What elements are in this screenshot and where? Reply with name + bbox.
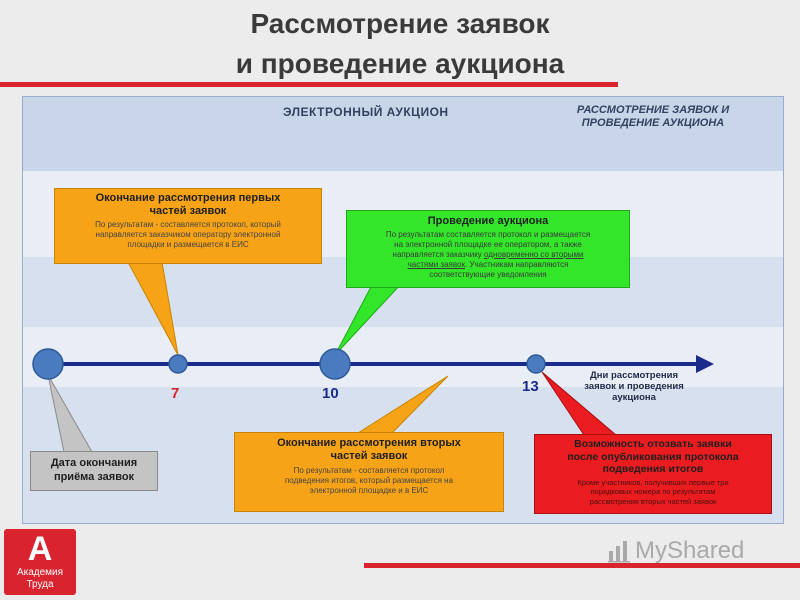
panel-header-right-line1: РАССМОТРЕНИЕ ЗАЯВОК И <box>576 104 730 116</box>
callout-auction-title: Проведение аукциона <box>427 215 549 227</box>
pointer-deadline <box>47 374 93 453</box>
title-underline <box>0 82 618 87</box>
panel-header-right-line2: ПРОВЕДЕНИЕ АУКЦИОНА <box>581 117 725 129</box>
pointer-first-parts <box>127 261 179 356</box>
callout-first-parts-title-line2: частей заявок <box>149 205 227 217</box>
timeline-label-10: 10 <box>322 385 339 402</box>
timeline-node-7 <box>168 354 188 374</box>
callout-withdraw-title-line1: Возможность отозвать заявки <box>574 438 732 450</box>
timeline-node-13 <box>526 354 546 374</box>
chart-icon <box>608 541 630 563</box>
callout-second-parts-body-line3: электронной площадке и в ЕИС <box>309 486 429 495</box>
logo-text-line1: Академия <box>16 567 64 578</box>
watermark: MyShared <box>607 537 744 571</box>
slide-title-line2: и проведение аукциона <box>235 48 565 79</box>
callout-auction-body-line4: частями заявок. Участникам направляются <box>347 260 629 270</box>
axis-label-line2: заявок и проведения <box>584 381 684 392</box>
callout-withdraw-title-line2: после опубликования протокола <box>567 450 739 463</box>
callout-auction-body-line2: на электронной площадке ее оператором, а… <box>394 240 582 249</box>
callout-deadline-line2: приёма заявок <box>53 471 135 483</box>
timeline-node-10 <box>319 348 351 380</box>
callout-first-parts-body-line2: направляется заказчиком оператору электр… <box>95 230 281 239</box>
logo: А Академия Труда <box>4 529 76 595</box>
callout-deadline: Дата окончания приёма заявок <box>30 451 158 491</box>
callout-second-parts-title-line2: частей заявок <box>330 450 408 462</box>
callout-auction-body-line3: направляется заказчику одновременно со в… <box>347 250 629 260</box>
axis-label-line3: аукциона <box>612 392 656 403</box>
timeline-arrowhead <box>696 355 714 373</box>
logo-text: Академия Труда <box>4 567 76 591</box>
panel-header-left: ЭЛЕКТРОННЫЙ АУКЦИОН <box>283 105 449 119</box>
panel-header-right: РАССМОТРЕНИЕ ЗАЯВОК И ПРОВЕДЕНИЕ АУКЦИОН… <box>543 104 763 130</box>
callout-withdraw-body-line2: порядковых номера по результатам <box>590 487 716 496</box>
timeline-node-start <box>32 348 64 380</box>
slide-title: Рассмотрение заявок и проведение аукцион… <box>0 4 800 84</box>
timeline-label-13: 13 <box>522 378 539 395</box>
logo-letter: А <box>27 530 53 568</box>
logo-text-line2: Труда <box>26 579 54 590</box>
axis-label: Дни рассмотрения заявок и проведения аук… <box>574 370 694 403</box>
callout-second-parts: Окончание рассмотрения вторых частей зая… <box>234 432 504 512</box>
callout-auction-body-line4-underlined: частями заявок <box>407 260 465 269</box>
callout-auction-body-line1: По результатам составляется протокол и р… <box>385 230 591 239</box>
timeline-label-7: 7 <box>171 385 180 402</box>
pointer-second-parts <box>356 375 449 434</box>
callout-auction: Проведение аукциона По результатам соста… <box>346 210 630 288</box>
callout-withdraw: Возможность отозвать заявки после опубли… <box>534 434 772 514</box>
callout-withdraw-title-line3: подведения итогов <box>602 463 704 475</box>
callout-first-parts-title-line1: Окончание рассмотрения первых <box>95 192 281 204</box>
callout-auction-body-line5: соответствующие уведомления <box>429 270 547 279</box>
callout-second-parts-body-line1: По результатам - составляется протокол <box>293 466 445 475</box>
callout-first-parts-body-line3: площадки и размещается в ЕИС <box>127 240 249 249</box>
callout-first-parts-body-line1: По результатам - составляется протокол, … <box>95 220 281 229</box>
callout-withdraw-body-line3: рассмотрения вторых частей заявок <box>589 496 717 506</box>
callout-second-parts-title-line1: Окончание рассмотрения вторых <box>277 437 461 449</box>
callout-second-parts-body-line2: подведения итогов, который размещается н… <box>284 476 454 485</box>
watermark-text: MyShared <box>635 537 745 564</box>
callout-deadline-line1: Дата окончания <box>50 457 138 469</box>
footer-red-line <box>364 563 800 568</box>
axis-label-line1: Дни рассмотрения <box>590 370 678 381</box>
callout-auction-body-line3-underlined: одновременно со вторыми <box>484 250 584 259</box>
callout-auction-body-line3-prefix: направляется заказчику <box>392 250 485 259</box>
callout-auction-body-line4-suffix: . Участникам направляются <box>464 260 569 269</box>
callout-first-parts: Окончание рассмотрения первых частей зая… <box>54 188 322 264</box>
callout-withdraw-body-line1: Кроме участников, получивших первые три <box>577 477 729 487</box>
pointer-auction <box>334 284 402 356</box>
slide-title-line1: Рассмотрение заявок <box>250 8 550 39</box>
